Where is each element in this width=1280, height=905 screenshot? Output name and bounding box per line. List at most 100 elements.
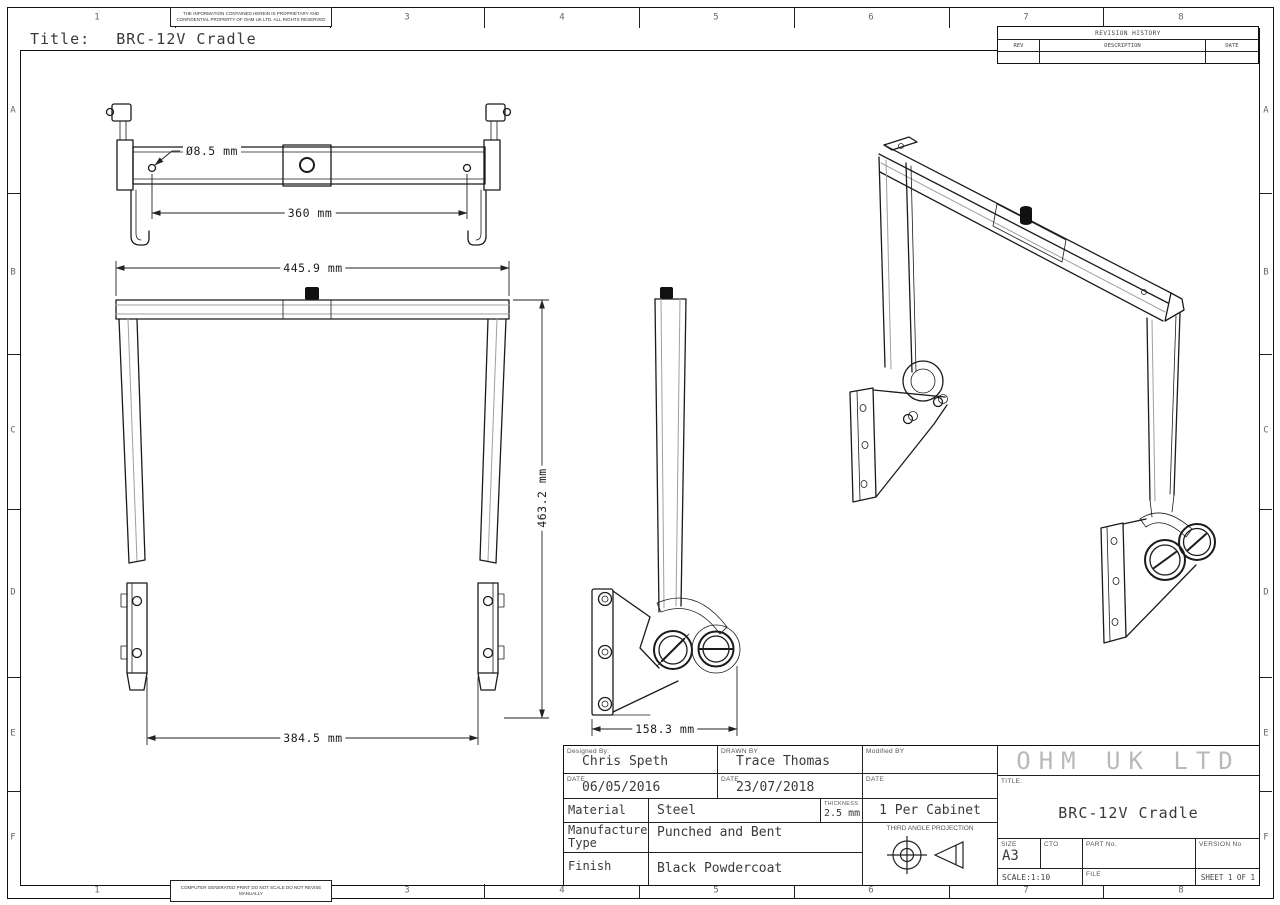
zone-col-5: 5 xyxy=(713,12,719,23)
date-col-header: DATE xyxy=(1225,42,1239,49)
finish-value: Black Powdercoat xyxy=(657,861,783,876)
file-label: FILE xyxy=(1086,871,1101,878)
zone-divider xyxy=(484,884,485,898)
finish-label: Finish xyxy=(568,859,612,873)
drawing-title-value: BRC-12V Cradle xyxy=(1058,804,1199,822)
size-cell: SIZE A3 xyxy=(998,839,1041,869)
zone-col-8: 8 xyxy=(1178,12,1184,23)
date-label: DATE xyxy=(721,776,740,783)
drawn-date-cell: DATE 23/07/2018 xyxy=(718,774,863,799)
cto-label: CTO xyxy=(1044,841,1059,848)
zone-row-b2: B xyxy=(1263,267,1269,278)
zone-divider xyxy=(794,7,795,28)
thickness-label: THICKNESS xyxy=(824,801,859,807)
thickness-value: 2.5 mm xyxy=(824,808,861,819)
revision-empty-row xyxy=(998,52,1258,64)
zone-row-f2: F xyxy=(1263,832,1269,843)
zone-row-d: D xyxy=(10,587,16,598)
zone-divider xyxy=(7,354,20,355)
zone-divider xyxy=(949,7,950,28)
dim-bracket-depth: 158.3 mm xyxy=(632,722,698,736)
zone-divider xyxy=(1259,509,1272,510)
drawn-by-value: Trace Thomas xyxy=(736,754,830,769)
sheet-title-value: BRC-12V Cradle xyxy=(116,30,257,48)
revision-history-table: REVISION HISTORY REV DESCRIPTION DATE xyxy=(997,26,1259,64)
part-no-cell: PART No. xyxy=(1083,839,1196,869)
company-logo: OHM UK LTD xyxy=(1016,746,1241,775)
outer-border xyxy=(7,7,1274,899)
manufacture-label: Manufacture Type xyxy=(568,823,648,851)
zone-divider xyxy=(7,193,20,194)
zone-divider xyxy=(7,509,20,510)
sheet-title-label: Title: xyxy=(30,30,91,48)
revision-history-title: REVISION HISTORY xyxy=(998,27,1258,40)
zone-col-4b: 4 xyxy=(559,885,565,896)
version-cell: VERSION No xyxy=(1196,839,1259,869)
rev-col-header: REV xyxy=(998,40,1040,51)
material-label: Material xyxy=(568,803,626,817)
zone-col-6: 6 xyxy=(868,12,874,23)
version-label: VERSION No xyxy=(1199,841,1242,848)
zone-row-b: B xyxy=(10,267,16,278)
view-side xyxy=(591,287,741,716)
quantity-cell: 1 Per Cabinet xyxy=(863,799,998,823)
manufacture-label-cell: Manufacture Type xyxy=(564,823,649,853)
dim-overall-width: 445.9 mm xyxy=(280,261,346,275)
zone-divider xyxy=(639,884,640,898)
drawn-date-value: 23/07/2018 xyxy=(736,780,815,795)
size-label: SIZE xyxy=(1001,841,1017,848)
zone-col-1: 1 xyxy=(94,12,100,23)
designed-by-cell: Designed By: Chris Speth xyxy=(564,746,718,774)
modified-by-label: Modified BY xyxy=(866,748,905,755)
thickness-cell: THICKNESS 2.5 mm xyxy=(821,799,863,823)
finish-value-cell: Black Powdercoat xyxy=(649,853,863,885)
dim-hole-diameter: Ø8.5 mm xyxy=(183,144,241,158)
manufacture-value: Punched and Bent xyxy=(657,825,783,840)
zone-col-4: 4 xyxy=(559,12,565,23)
file-cell: FILE xyxy=(1083,869,1196,885)
material-value: Steel xyxy=(657,803,697,818)
zone-col-3b: 3 xyxy=(404,885,410,896)
zone-divider xyxy=(1259,193,1272,194)
scale-value: SCALE:1:10 xyxy=(1002,873,1051,882)
scale-cell: SCALE:1:10 xyxy=(998,869,1083,885)
date-label: DATE xyxy=(567,776,586,783)
drawn-by-cell: DRAWN BY Trace Thomas xyxy=(718,746,863,774)
finish-label-cell: Finish xyxy=(564,853,649,885)
zone-col-5b: 5 xyxy=(713,885,719,896)
zone-col-3: 3 xyxy=(404,12,410,23)
print-notice: COMPUTER GENERATED PRINT DO NOT SCALE DO… xyxy=(170,880,332,902)
zone-divider xyxy=(639,7,640,28)
zone-col-7b: 7 xyxy=(1023,885,1029,896)
sheet-value: SHEET 1 OF 1 xyxy=(1200,873,1255,882)
size-value: A3 xyxy=(1002,848,1019,864)
designed-date-cell: DATE 06/05/2016 xyxy=(564,774,718,799)
drawing-title-cell: TITLE: BRC-12V Cradle xyxy=(998,776,1259,839)
zone-col-7: 7 xyxy=(1023,12,1029,23)
cto-cell: CTO xyxy=(1041,839,1083,869)
modified-date-cell: DATE xyxy=(863,774,998,799)
view-front xyxy=(115,287,510,691)
zone-divider xyxy=(949,884,950,898)
company-cell: OHM UK LTD xyxy=(998,746,1259,776)
projection-label: THIRD ANGLE PROJECTION xyxy=(886,825,974,832)
zone-row-f: F xyxy=(10,832,16,843)
proprietary-notice: THE INFORMATION CONTAINED HEREIN IS PROP… xyxy=(170,7,332,27)
view-isometric xyxy=(849,136,1216,644)
date-label: DATE xyxy=(866,776,885,783)
designed-date-value: 06/05/2016 xyxy=(582,780,661,795)
zone-row-a: A xyxy=(10,105,16,116)
drawing-title-label: TITLE: xyxy=(1001,778,1023,785)
zone-divider xyxy=(7,677,20,678)
view-top-bar xyxy=(105,103,512,246)
manufacture-value-cell: Punched and Bent xyxy=(649,823,863,853)
sheet-title-bar: Title: BRC-12V Cradle xyxy=(20,28,998,51)
title-block: Designed By: Chris Speth DRAWN BY Trace … xyxy=(563,745,1260,886)
part-no-label: PART No. xyxy=(1086,841,1117,848)
zone-col-8b: 8 xyxy=(1178,885,1184,896)
zone-row-d2: D xyxy=(1263,587,1269,598)
zone-col-6b: 6 xyxy=(868,885,874,896)
third-angle-projection-icon xyxy=(887,836,964,874)
zone-row-a2: A xyxy=(1263,105,1269,116)
